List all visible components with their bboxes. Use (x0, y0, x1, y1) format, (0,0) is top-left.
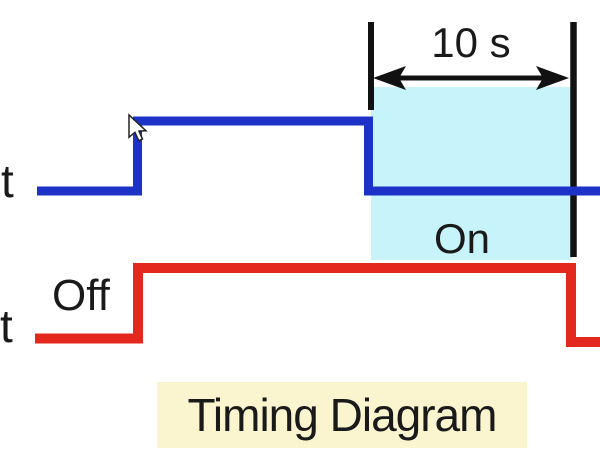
duration-arrowhead-left-icon (373, 66, 406, 90)
output-waveform (35, 263, 600, 347)
title-box: Timing Diagram (157, 382, 527, 448)
duration-arrowhead-right-icon (536, 66, 569, 90)
on-state-label: On (434, 215, 491, 262)
input-waveform (37, 116, 600, 196)
duration-label: 10 s (431, 19, 511, 66)
mouse-cursor-icon (128, 113, 148, 142)
off-state-label: Off (52, 271, 110, 320)
bottom-signal-axis-label: t (0, 300, 13, 352)
on-interval-highlight (371, 87, 572, 260)
diagram-title: Timing Diagram (187, 389, 498, 441)
top-signal-axis-label: t (1, 155, 14, 207)
